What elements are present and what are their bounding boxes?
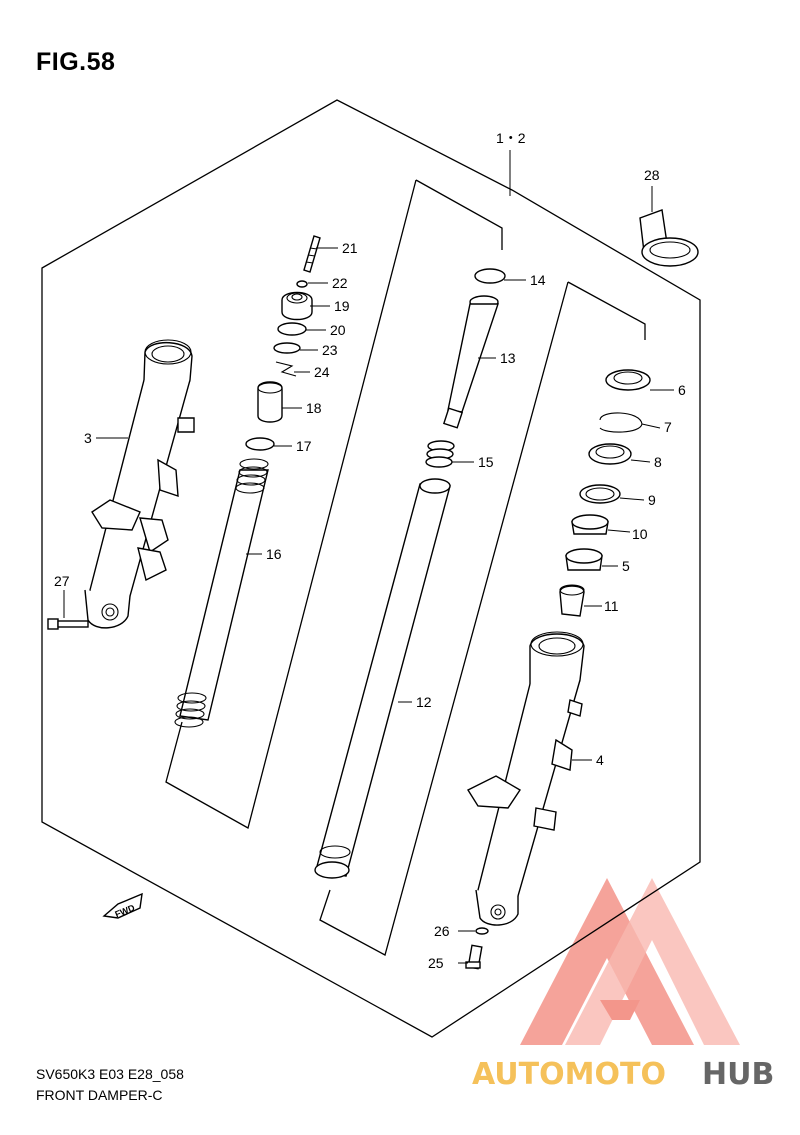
bolt-25 xyxy=(465,944,483,970)
callout-5: 5 xyxy=(622,558,630,574)
ring-14 xyxy=(474,268,506,284)
callout-21: 21 xyxy=(342,240,358,256)
callout-25: 25 xyxy=(428,955,444,971)
tube-subframe-left xyxy=(319,281,569,956)
callout-11: 11 xyxy=(604,598,619,614)
oring-22 xyxy=(296,280,308,288)
callout-28: 28 xyxy=(644,167,660,183)
figure-code: SV650K3 E03 E28_058 xyxy=(36,1066,184,1082)
callout-7: 7 xyxy=(664,419,672,435)
bushing-5 xyxy=(565,548,603,571)
watermark-logo xyxy=(520,878,740,1045)
washer-9 xyxy=(579,484,621,504)
inner-tube-12 xyxy=(314,478,451,879)
callout-20: 20 xyxy=(330,322,346,338)
guard-28 xyxy=(639,209,699,267)
figure-title: FIG.58 xyxy=(36,48,116,76)
callout-labels: 1・2 3 4 5 6 7 8 9 10 11 12 13 14 15 16 1… xyxy=(54,130,686,971)
callout-12: 12 xyxy=(416,694,432,710)
spring-16 xyxy=(174,458,269,728)
fork-leg-right xyxy=(466,631,585,926)
callout-16: 16 xyxy=(266,546,282,562)
callout-13: 13 xyxy=(500,350,516,366)
watermark-text-part1: AUTOMOTO xyxy=(472,1057,666,1092)
callout-18: 18 xyxy=(306,400,322,416)
callout-19: 19 xyxy=(334,298,350,314)
callout-15: 15 xyxy=(478,454,494,470)
adjuster-21 xyxy=(303,235,321,273)
spacer-18 xyxy=(257,381,283,423)
callout-23: 23 xyxy=(322,342,338,358)
clip-24 xyxy=(275,361,297,377)
callout-17: 17 xyxy=(296,438,312,454)
spring-subframe-left xyxy=(165,179,417,829)
callout-24: 24 xyxy=(314,364,330,380)
leader-lines xyxy=(63,150,674,964)
washer-23 xyxy=(273,342,301,354)
callout-8: 8 xyxy=(654,454,662,470)
dust-seal-6 xyxy=(605,369,651,391)
watermark-text-part2: HUB xyxy=(702,1057,774,1092)
callout-10: 10 xyxy=(632,526,648,542)
damper-rod-13 xyxy=(442,295,499,429)
tube-subframe xyxy=(567,281,646,340)
callout-27: 27 xyxy=(54,573,70,589)
spring-15 xyxy=(425,440,455,468)
callout-26: 26 xyxy=(434,923,450,939)
washer-26 xyxy=(475,927,489,935)
callout-4: 4 xyxy=(596,752,604,768)
fork-leg-left xyxy=(84,339,195,629)
ring-17 xyxy=(245,437,275,451)
spring-subframe xyxy=(415,179,503,250)
callout-9: 9 xyxy=(648,492,656,508)
callout-3: 3 xyxy=(84,430,92,446)
figure-name: FRONT DAMPER-C xyxy=(36,1087,163,1103)
fwd-arrow-icon: FWD xyxy=(102,892,143,919)
cap-bolt-19 xyxy=(281,291,313,321)
watermark-text: AUTOMOTO HUB xyxy=(472,1057,774,1092)
stopper-ring-7 xyxy=(599,412,643,433)
oil-lock-11 xyxy=(559,584,585,617)
callout-14: 14 xyxy=(530,272,546,288)
bushing-10 xyxy=(571,514,609,535)
oring-20 xyxy=(277,322,307,336)
callout-1-2: 1・2 xyxy=(496,130,526,146)
callout-22: 22 xyxy=(332,275,348,291)
assembly-frame xyxy=(41,99,701,1038)
bolt-27 xyxy=(47,618,89,630)
oil-seal-8 xyxy=(588,443,632,465)
callout-6: 6 xyxy=(678,382,686,398)
